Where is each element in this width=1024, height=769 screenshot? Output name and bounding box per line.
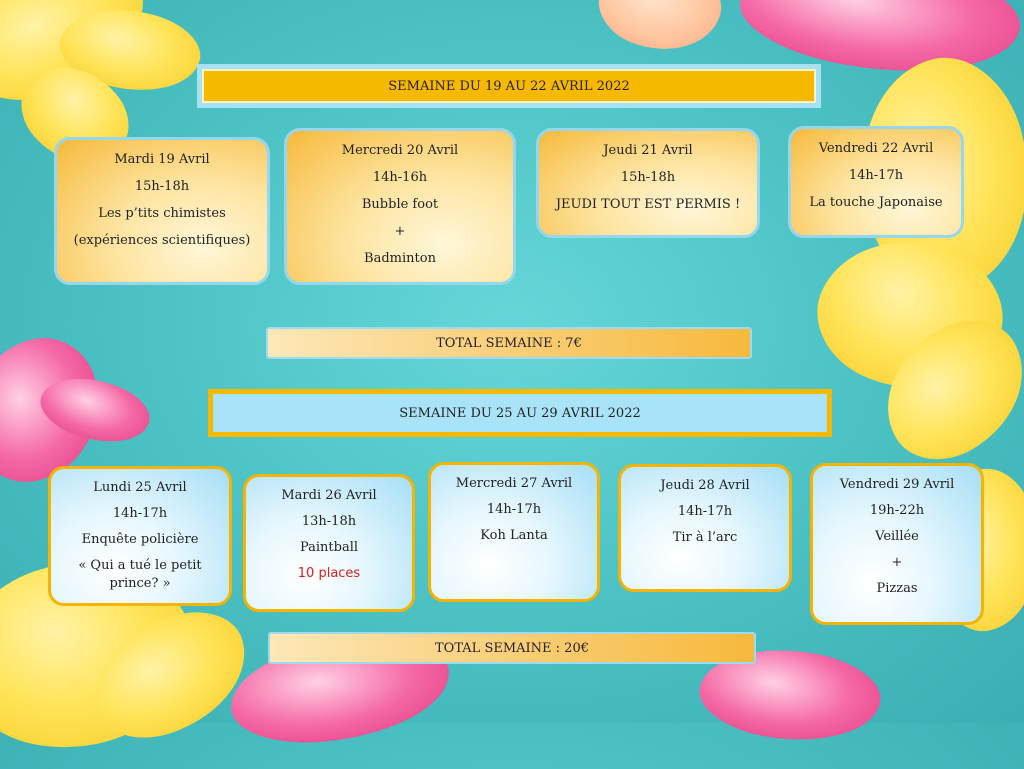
activity-line: Tir à l’arc: [672, 530, 738, 545]
flower-decoration-top-center: [588, 0, 732, 68]
day-time: 14h-16h: [372, 170, 428, 185]
activity-line: JEUDI TOUT EST PERMIS !: [555, 197, 741, 212]
day-card-mercredi-20: Mercredi 20 Avril 14h-16h Bubble foot + …: [284, 128, 516, 285]
places-note: 10 places: [297, 566, 361, 581]
day-card-jeudi-21: Jeudi 21 Avril 15h-18h JEUDI TOUT EST PE…: [536, 128, 760, 238]
day-time: 15h-18h: [134, 179, 190, 194]
activity-line: Veillée: [875, 529, 919, 544]
activity-line: Koh Lanta: [480, 528, 548, 543]
day-card-lundi-25: Lundi 25 Avril 14h-17h Enquête policière…: [48, 466, 232, 606]
day-date: Mercredi 27 Avril: [455, 476, 573, 491]
activity-line: (expériences scientifiques): [73, 233, 251, 248]
day-time: 13h-18h: [301, 514, 357, 529]
day-card-vendredi-29: Vendredi 29 Avril 19h-22h Veillée + Pizz…: [810, 463, 984, 625]
day-card-jeudi-28: Jeudi 28 Avril 14h-17h Tir à l’arc: [618, 464, 792, 592]
activity-line: Les p’tits chimistes: [98, 206, 226, 221]
day-date: Lundi 25 Avril: [93, 480, 187, 495]
day-date: Vendredi 22 Avril: [818, 141, 934, 156]
week-1-title: SEMAINE DU 19 AU 22 AVRIL 2022: [388, 78, 630, 94]
activity-line: Enquête policière: [81, 532, 199, 547]
day-time: 15h-18h: [620, 170, 676, 185]
week-2-title: SEMAINE DU 25 AU 29 AVRIL 2022: [399, 405, 641, 421]
week-2-total: TOTAL SEMAINE : 20€: [268, 632, 756, 664]
flower-decoration-left: [33, 362, 157, 458]
activity-line: Pizzas: [876, 581, 918, 596]
week-1-total: TOTAL SEMAINE : 7€: [266, 327, 752, 359]
activity-line: Bubble foot: [361, 197, 439, 212]
day-date: Mardi 19 Avril: [114, 152, 210, 167]
day-time: 14h-17h: [677, 504, 733, 519]
day-card-mardi-26: Mardi 26 Avril 13h-18h Paintball 10 plac…: [243, 474, 415, 612]
activity-line: Badminton: [364, 251, 436, 266]
day-date: Vendredi 29 Avril: [839, 477, 955, 492]
week-2-header: SEMAINE DU 25 AU 29 AVRIL 2022: [208, 389, 832, 437]
week-2-total-label: TOTAL SEMAINE : 20€: [435, 640, 589, 656]
activity-line: « Qui a tué le petit prince? »: [78, 558, 202, 591]
day-date: Mercredi 20 Avril: [341, 143, 459, 158]
flower-decoration-top-left: [0, 0, 165, 119]
activity-line: +: [394, 224, 406, 239]
activity-line: La touche Japonaise: [809, 195, 943, 210]
week-1-total-label: TOTAL SEMAINE : 7€: [436, 335, 582, 351]
day-time: 14h-17h: [112, 506, 168, 521]
day-card-mercredi-27: Mercredi 27 Avril 14h-17h Koh Lanta: [428, 462, 600, 602]
flower-decoration-top-left: [52, 0, 208, 107]
day-time: 14h-17h: [848, 168, 904, 183]
day-date: Jeudi 21 Avril: [603, 143, 693, 158]
day-card-vendredi-22: Vendredi 22 Avril 14h-17h La touche Japo…: [788, 126, 964, 238]
day-card-mardi-19: Mardi 19 Avril 15h-18h Les p’tits chimis…: [54, 137, 270, 285]
day-time: 14h-17h: [486, 502, 542, 517]
activity-line: Paintball: [299, 540, 359, 555]
flower-decoration-bottom-left: [76, 595, 264, 755]
week-1-header: SEMAINE DU 19 AU 22 AVRIL 2022: [197, 64, 821, 108]
flower-decoration-right: [860, 300, 1024, 480]
activity-line: +: [891, 555, 903, 570]
day-date: Jeudi 28 Avril: [660, 478, 750, 493]
day-time: 19h-22h: [869, 503, 925, 518]
day-date: Mardi 26 Avril: [281, 488, 377, 503]
